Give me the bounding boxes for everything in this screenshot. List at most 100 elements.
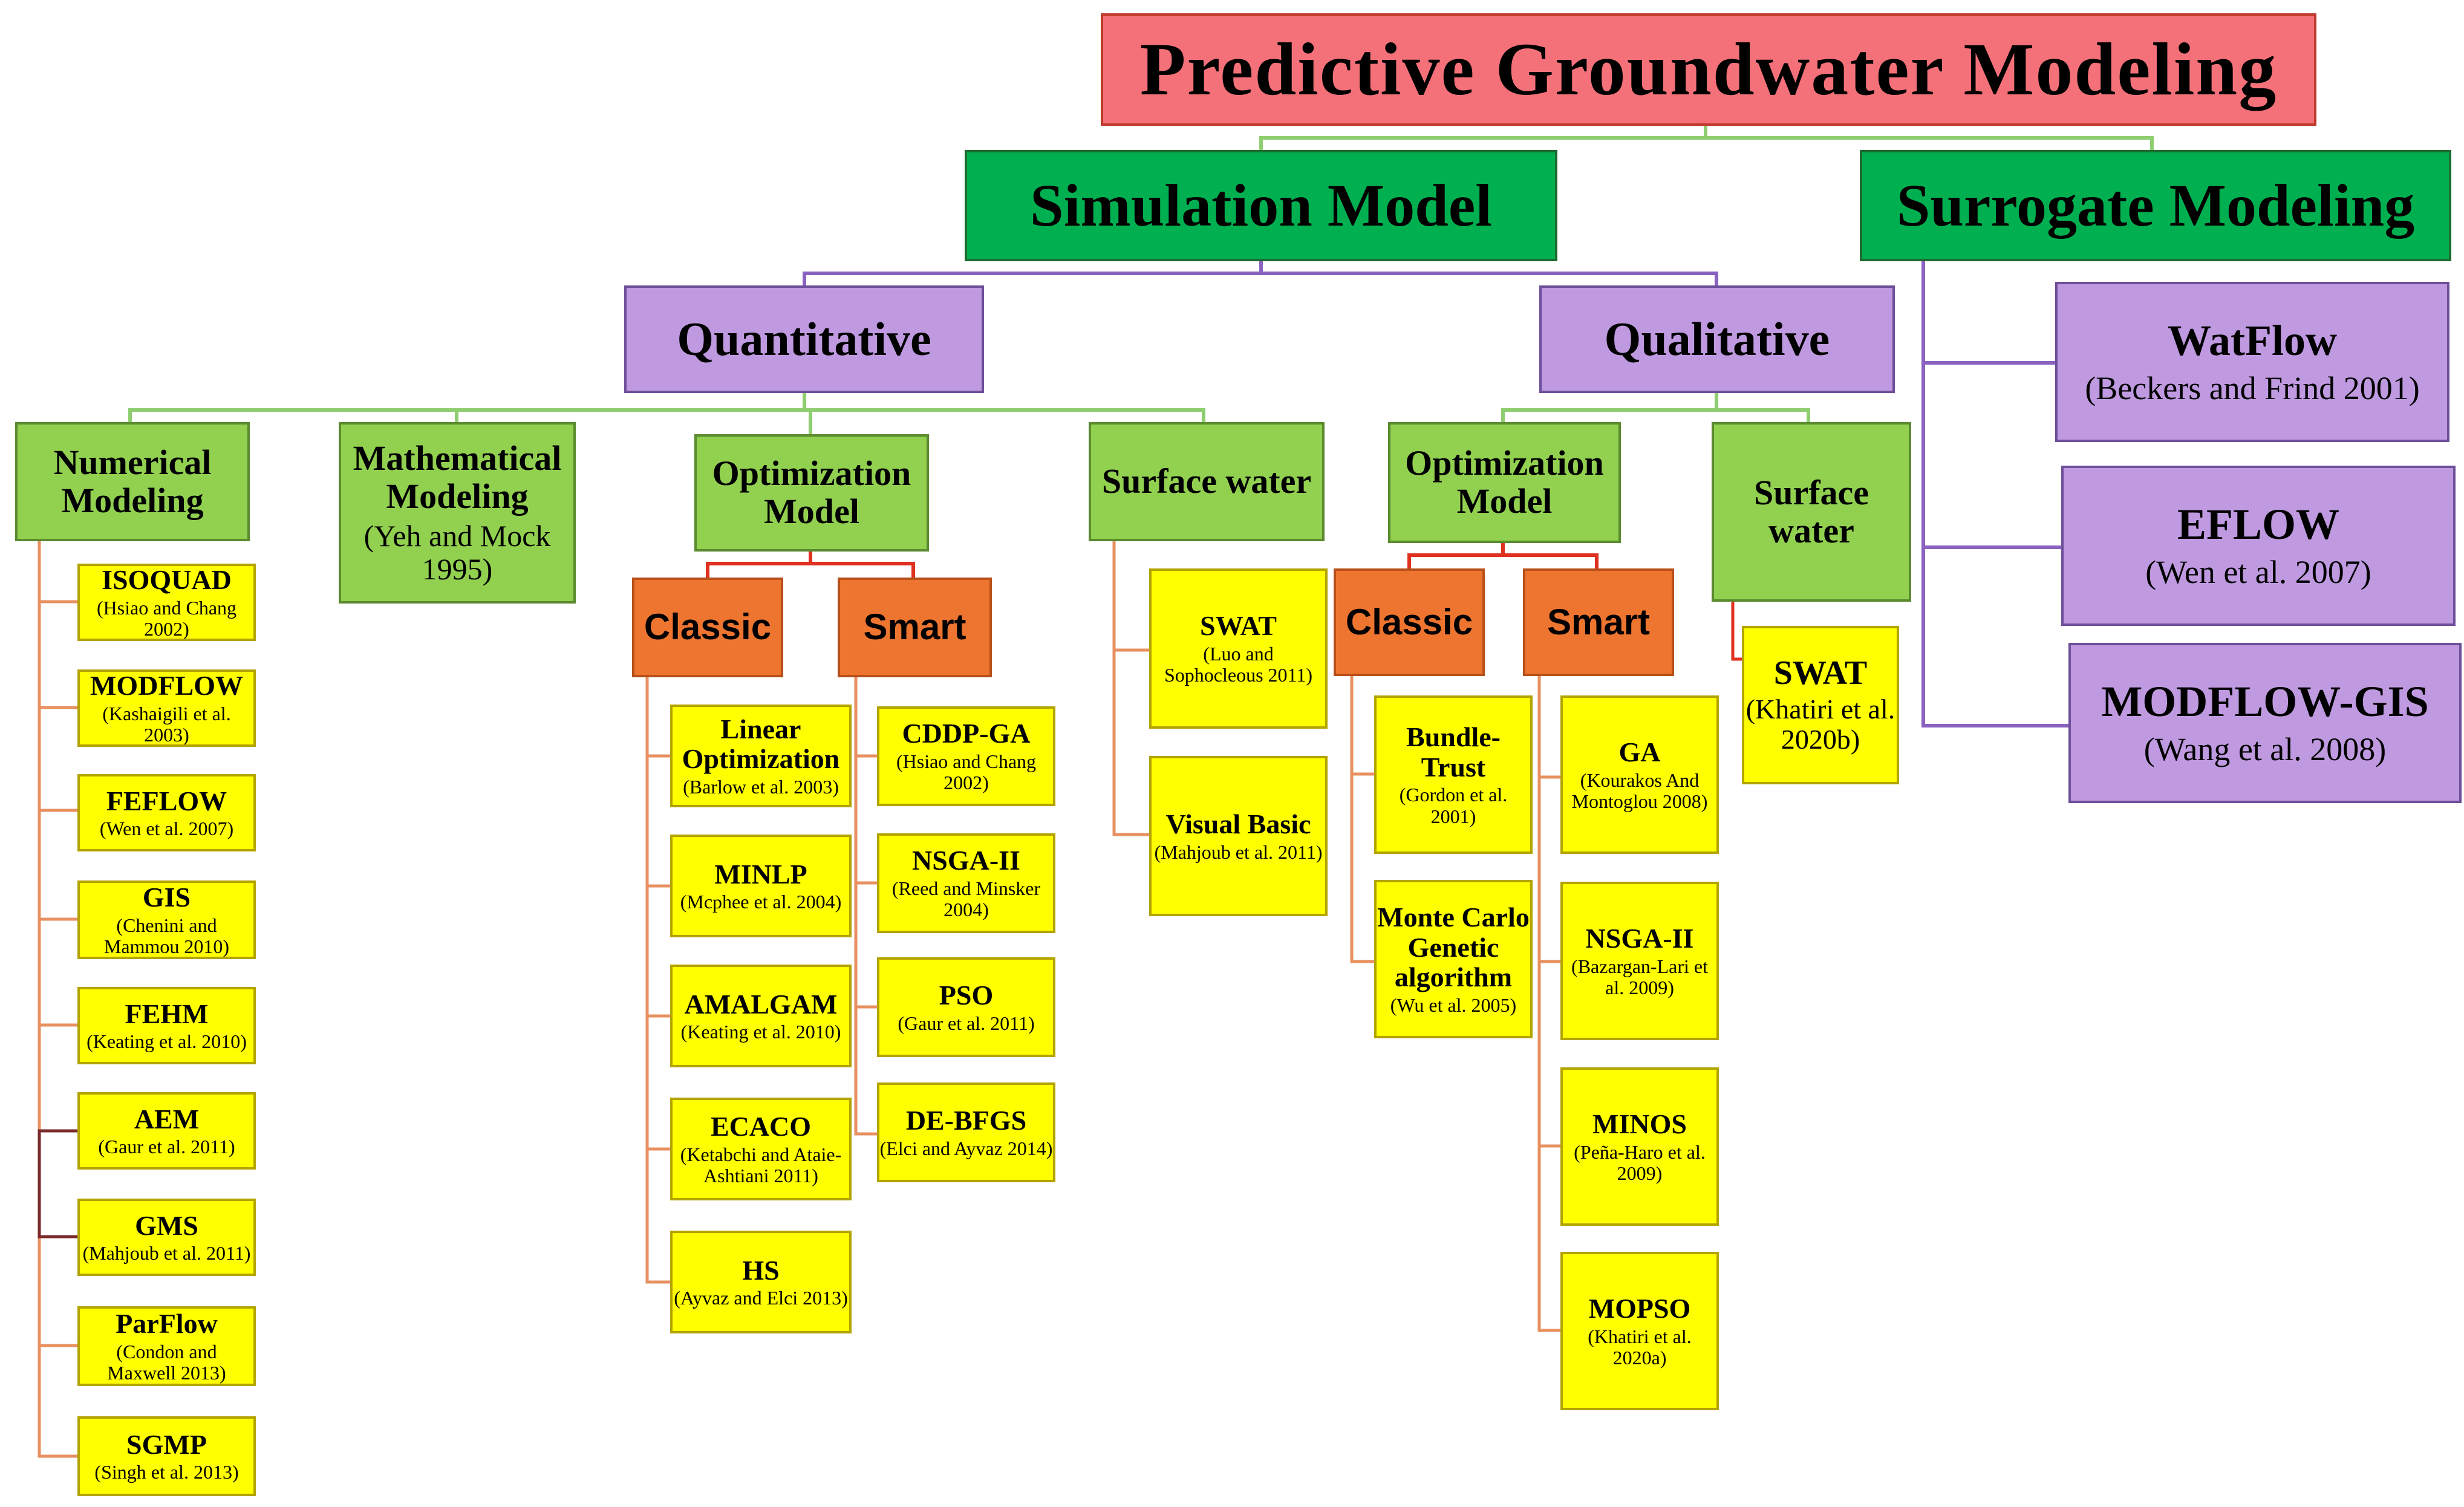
leaf-name: AMALGAM — [684, 988, 838, 1020]
leaf-name: SWAT — [1200, 610, 1277, 642]
surrogate-title: Surrogate Modeling — [1896, 172, 2415, 239]
surrogate-item-cite: (Wen et al. 2007) — [2145, 553, 2371, 590]
list-item: CDDP-GA (Hsiao and Chang 2002) — [877, 706, 1055, 806]
connector-quant-smart-spine — [854, 675, 879, 1136]
quant-surface-title: Surface water — [1101, 461, 1312, 501]
leaf-cite: (Hsiao and Chang 2002) — [896, 750, 1037, 794]
connector-quantitative-children — [128, 391, 1205, 436]
list-item: FEFLOW (Wen et al. 2007) — [77, 774, 256, 851]
list-item: AEM (Gaur et al. 2011) — [77, 1092, 256, 1170]
leaf-cite: (Hsiao and Chang 2002) — [96, 596, 237, 640]
leaf-name: HS — [742, 1254, 780, 1286]
list-item: NSGA-II (Reed and Minsker 2004) — [877, 833, 1055, 933]
quant-classic-title: Classic — [644, 607, 772, 648]
qualitative-title: Qualitative — [1604, 312, 1830, 365]
simulation-title: Simulation Model — [1030, 172, 1492, 239]
leaf-name: CDDP-GA — [902, 718, 1031, 749]
leaf-name: FEFLOW — [106, 785, 227, 816]
leaf-cite: (Wen et al. 2007) — [99, 818, 234, 840]
list-item: GA (Kourakos And Montoglou 2008) — [1560, 695, 1719, 854]
leaf-cite: (Luo and Sophocleous 2011) — [1164, 643, 1312, 686]
mathematical-title: Mathematical Modeling — [353, 438, 562, 516]
leaf-name: PSO — [939, 980, 994, 1011]
list-item: SGMP (Singh et al. 2013) — [77, 1416, 256, 1496]
qual-smart-node: Smart — [1523, 568, 1674, 676]
quant-optimization-title: Optimization Model — [712, 454, 911, 531]
leaf-name: NSGA-II — [912, 845, 1020, 876]
surrogate-item: EFLOW (Wen et al. 2007) — [2061, 466, 2456, 626]
leaf-cite: (Gaur et al. 2011) — [898, 1012, 1035, 1034]
leaf-name: Bundle-Trust — [1406, 721, 1501, 783]
root-node: Predictive Groundwater Modeling — [1101, 13, 2316, 126]
leaf-cite: (Gordon et al. 2001) — [1399, 784, 1508, 827]
leaf-cite: (Chenini and Mammou 2010) — [103, 914, 230, 957]
leaf-name: ISOQUAD — [102, 564, 232, 595]
list-item: Visual Basic (Mahjoub et al. 2011) — [1149, 756, 1328, 916]
list-item: FEHM (Keating et al. 2010) — [77, 987, 256, 1064]
leaf-cite: (Keating et al. 2010) — [680, 1021, 841, 1043]
list-item: NSGA-II (Bazargan-Lari et al. 2009) — [1560, 882, 1719, 1040]
leaf-cite: (Condon and Maxwell 2013) — [107, 1340, 226, 1384]
connector-quant-optimization-children — [706, 550, 915, 579]
quant-smart-node: Smart — [838, 578, 992, 677]
quant-surface-water-node: Surface water — [1089, 422, 1325, 541]
leaf-cite: (Peña-Haro et al. 2009) — [1574, 1141, 1706, 1184]
leaf-name: MINOS — [1592, 1108, 1687, 1139]
qual-surface-title: Surface water — [1753, 472, 1869, 550]
leaf-cite: (Barlow et al. 2003) — [683, 776, 839, 798]
qual-optimization-title: Optimization Model — [1405, 443, 1604, 521]
leaf-cite: (Kashaigili et al. 2003) — [102, 702, 231, 746]
connector-qual-classic-spine — [1350, 674, 1376, 963]
quant-optimization-node: Optimization Model — [694, 434, 929, 552]
quantitative-node: Quantitative — [624, 285, 984, 393]
list-item: ECACO (Ketabchi and Ataie-Ashtiani 2011) — [670, 1098, 852, 1200]
connector-simulation-children — [803, 259, 1718, 287]
leaf-cite: (Khatiri et al. 2020b) — [1745, 693, 1895, 755]
leaf-name: ParFlow — [116, 1307, 218, 1339]
leaf-name: MODFLOW — [90, 669, 243, 701]
list-item: SWAT (Luo and Sophocleous 2011) — [1149, 568, 1328, 729]
connector-numerical-accent — [37, 1129, 79, 1238]
qual-classic-title: Classic — [1345, 601, 1473, 642]
list-item: GIS (Chenini and Mammou 2010) — [77, 880, 256, 959]
leaf-name: SGMP — [126, 1428, 207, 1460]
numerical-modeling-node: Numerical Modeling — [15, 422, 250, 541]
connector-qual-smart-spine — [1537, 674, 1562, 1332]
surrogate-item-name: MODFLOW-GIS — [2101, 677, 2429, 726]
list-item: AMALGAM (Keating et al. 2010) — [670, 965, 852, 1067]
list-item: PSO (Gaur et al. 2011) — [877, 957, 1055, 1057]
leaf-name: GIS — [142, 881, 191, 913]
leaf-cite: (Ketabchi and Ataie-Ashtiani 2011) — [680, 1143, 842, 1186]
simulation-model-node: Simulation Model — [965, 150, 1557, 261]
mathematical-modeling-node: Mathematical Modeling (Yeh and Mock 1995… — [339, 422, 576, 604]
leaf-cite: (Mahjoub et al. 2011) — [1154, 841, 1323, 863]
list-item: HS (Ayvaz and Elci 2013) — [670, 1231, 852, 1333]
qual-optimization-node: Optimization Model — [1388, 422, 1621, 543]
leaf-name: NSGA-II — [1585, 922, 1694, 954]
root-title: Predictive Groundwater Modeling — [1139, 28, 2278, 111]
leaf-name: GA — [1618, 736, 1661, 767]
quant-smart-title: Smart — [863, 607, 966, 648]
quantitative-title: Quantitative — [677, 312, 931, 365]
surrogate-item: MODFLOW-GIS (Wang et al. 2008) — [2068, 643, 2462, 803]
connector-root-level1 — [1259, 124, 2154, 152]
list-item: Monte Carlo Genetic algorithm (Wu et al.… — [1374, 880, 1533, 1038]
surrogate-item-cite: (Wang et al. 2008) — [2143, 731, 2387, 767]
leaf-cite: (Mahjoub et al. 2011) — [82, 1242, 251, 1265]
leaf-name: FEHM — [125, 998, 209, 1029]
surrogate-item-name: EFLOW — [2177, 500, 2340, 548]
connector-numerical-spine — [37, 539, 79, 1458]
leaf-cite: (Bazargan-Lari et al. 2009) — [1571, 955, 1708, 998]
leaf-cite: (Singh et al. 2013) — [94, 1461, 239, 1483]
qual-smart-title: Smart — [1547, 601, 1651, 642]
leaf-name: GMS — [135, 1209, 198, 1241]
leaf-name: DE-BFGS — [905, 1105, 1027, 1136]
list-item: GMS (Mahjoub et al. 2011) — [77, 1199, 256, 1276]
list-item: Bundle-Trust (Gordon et al. 2001) — [1374, 695, 1533, 854]
connector-quant-classic-spine — [645, 675, 672, 1284]
qual-surface-water-node: Surface water — [1712, 422, 1911, 602]
leaf-name: ECACO — [710, 1110, 812, 1142]
leaf-cite: (Ayvaz and Elci 2013) — [674, 1287, 848, 1309]
